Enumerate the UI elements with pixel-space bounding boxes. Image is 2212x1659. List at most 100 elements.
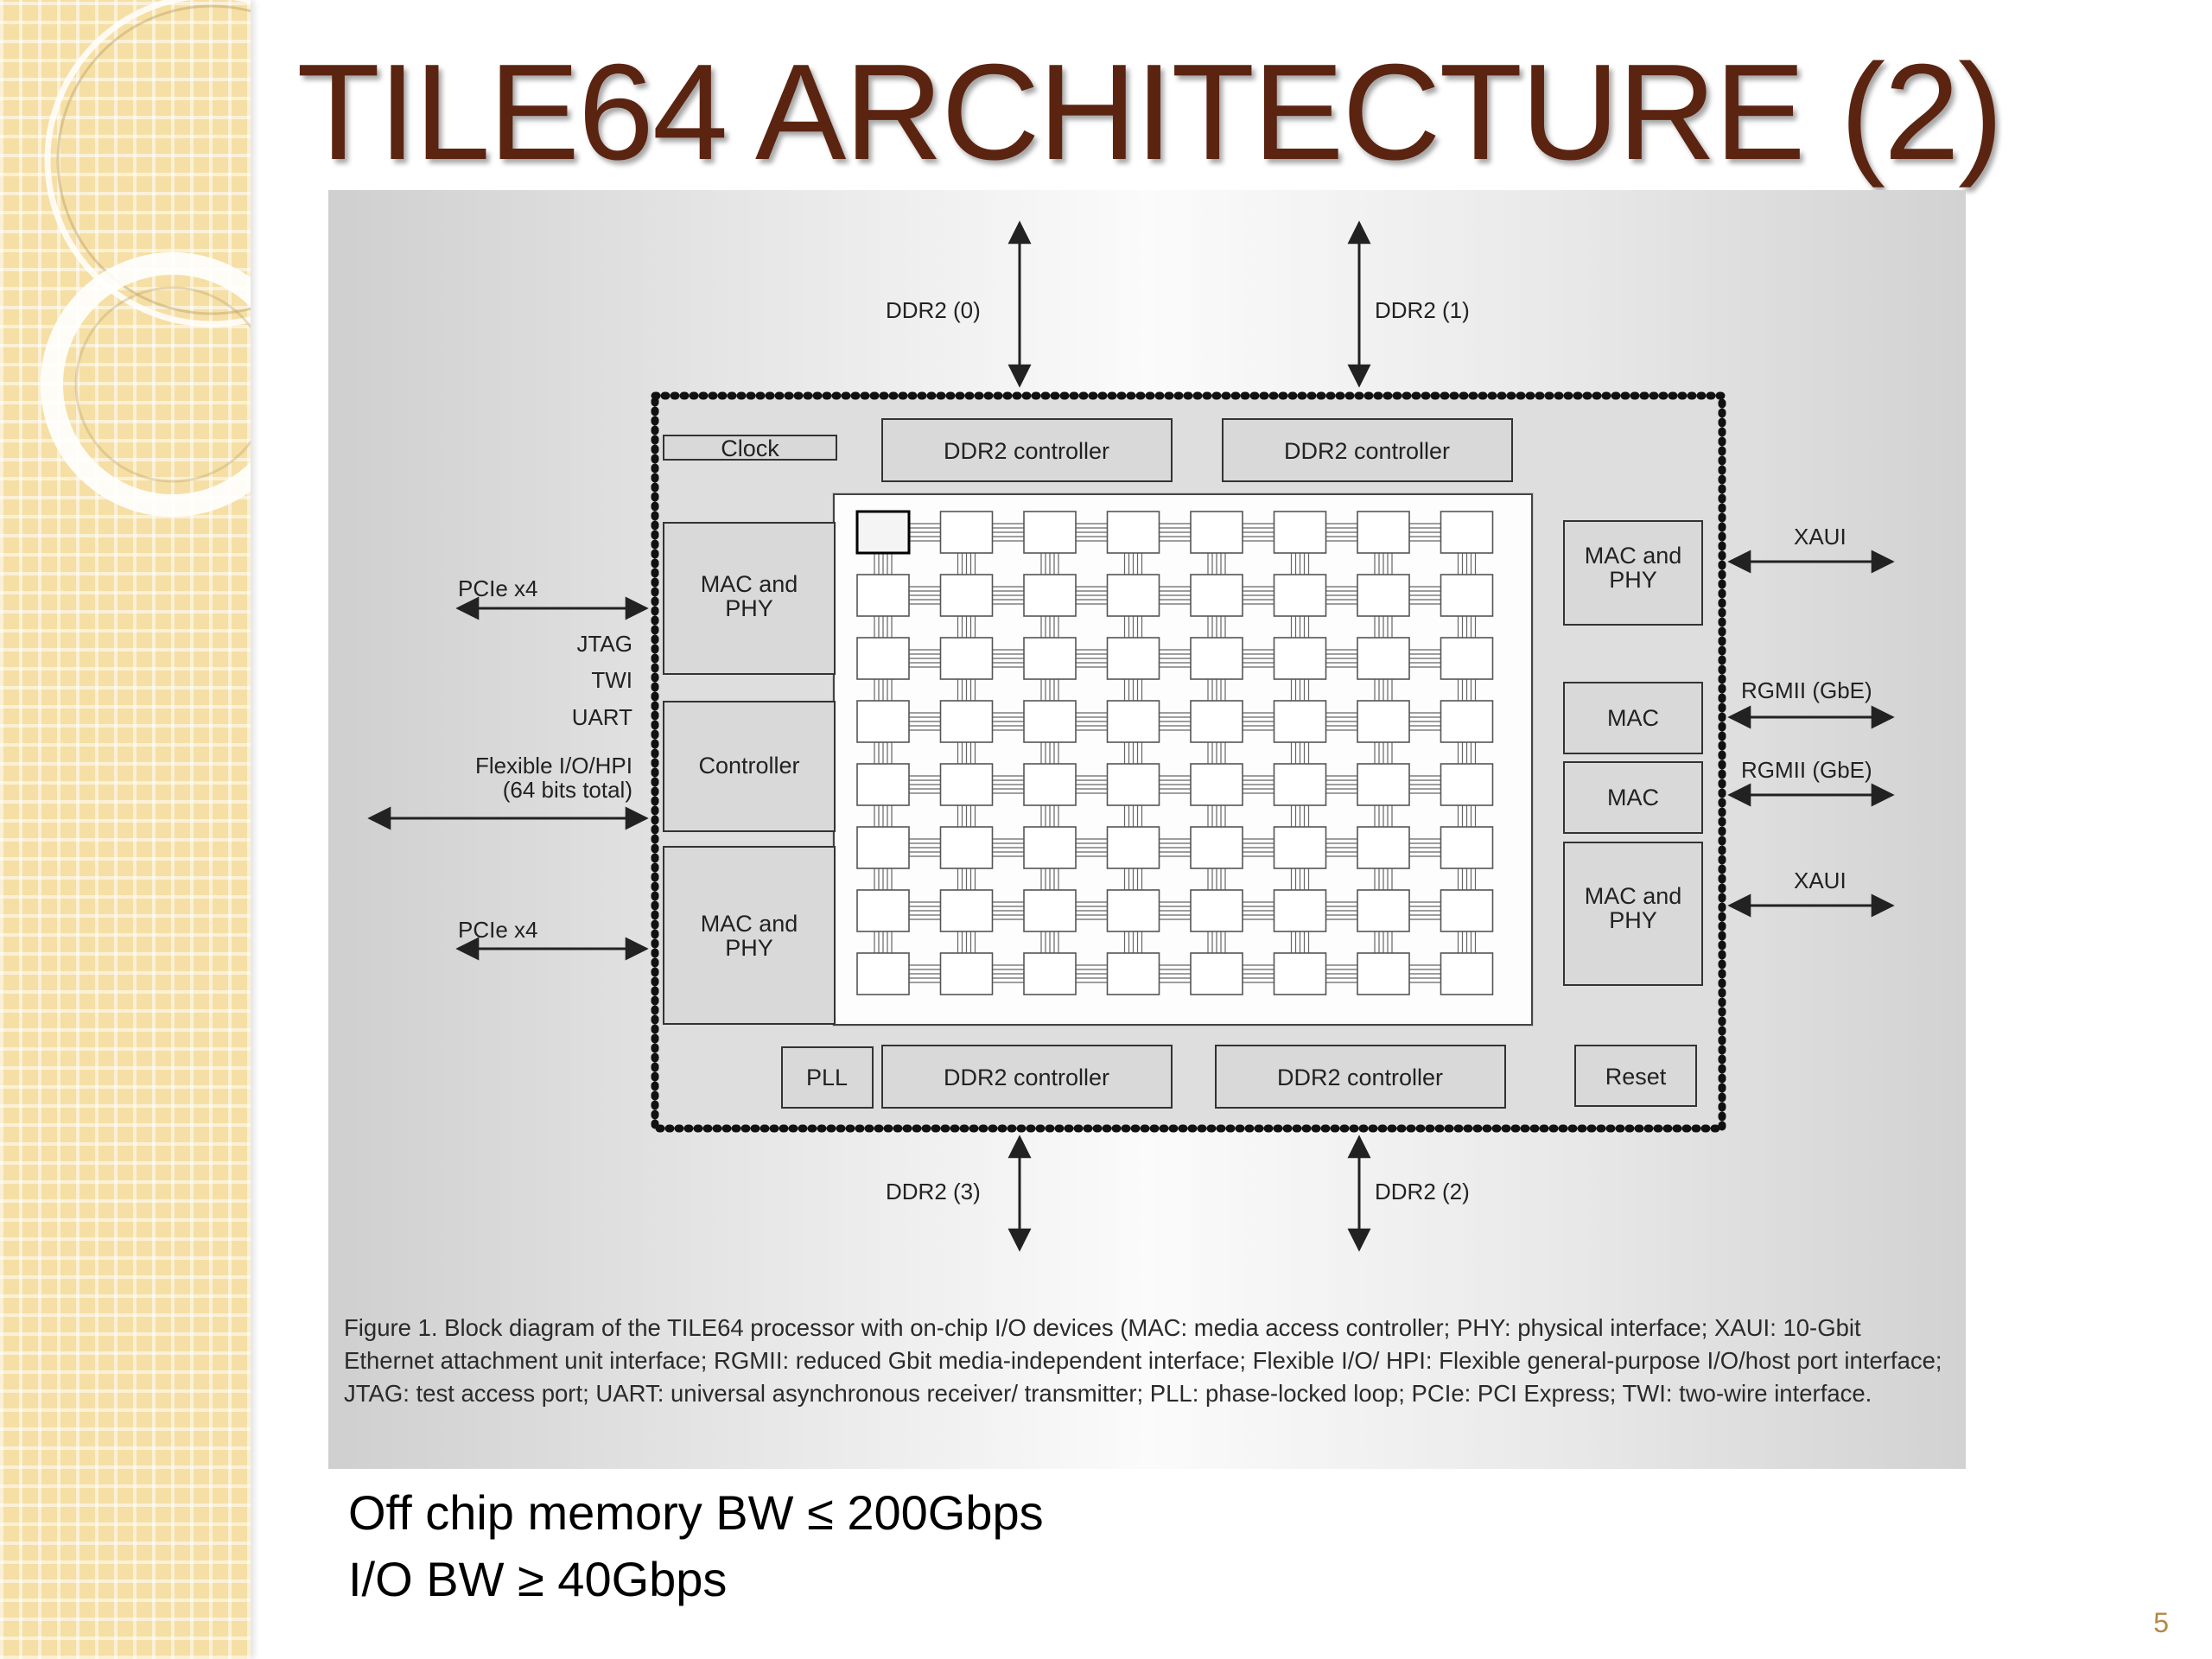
ddr2-controller-bottom-right xyxy=(1215,1045,1506,1109)
ddr2-controller-top-left xyxy=(881,418,1173,482)
figure-caption: Figure 1. Block diagram of the TILE64 pr… xyxy=(344,1314,1942,1407)
xaui-bottom-label: XAUI xyxy=(1794,868,1847,893)
tile xyxy=(1357,826,1410,869)
tile xyxy=(1106,574,1160,617)
tile xyxy=(1357,889,1410,932)
tile xyxy=(939,574,994,617)
tile xyxy=(1273,574,1327,617)
rgmii-2-label: RGMII (GbE) xyxy=(1741,757,1872,783)
tile xyxy=(1023,637,1077,680)
tile xyxy=(1023,889,1077,932)
tile xyxy=(1357,574,1410,617)
reset-label: Reset xyxy=(1605,1064,1667,1090)
uart-label: UART xyxy=(572,704,632,730)
tile-grid xyxy=(855,510,1494,995)
tile xyxy=(1106,700,1160,743)
tile xyxy=(856,700,910,743)
tile xyxy=(1357,763,1410,806)
flexible-io-label-2: (64 bits total) xyxy=(503,777,632,803)
tile xyxy=(1023,763,1077,806)
mac-phy-left-bottom-block xyxy=(663,846,836,1025)
mac-phy-left-top-label-1: MAC and xyxy=(701,571,798,597)
tile xyxy=(1273,826,1327,869)
mac-phy-right-top-label-2: PHY xyxy=(1609,567,1657,593)
tile xyxy=(1273,700,1327,743)
controller-block xyxy=(663,701,836,832)
tile xyxy=(1190,826,1243,869)
slide-number: 5 xyxy=(2153,1607,2169,1638)
mac-right-2-label: MAC xyxy=(1607,785,1659,810)
jtag-label: JTAG xyxy=(576,631,632,657)
twi-label: TWI xyxy=(591,667,632,693)
mac-right-1-label: MAC xyxy=(1607,705,1659,731)
tile xyxy=(856,574,910,617)
tile-array xyxy=(833,493,1533,1026)
tile xyxy=(939,637,994,680)
mac-phy-right-bottom-label-2: PHY xyxy=(1609,907,1657,933)
mac-phy-right-bottom-label-1: MAC and xyxy=(1585,883,1682,909)
tile xyxy=(1440,763,1494,806)
tile xyxy=(1023,952,1077,995)
ddr2-controller-bottom-right-label: DDR2 controller xyxy=(1277,1065,1443,1090)
tile xyxy=(1190,763,1243,806)
ddr2-controller-bottom-left xyxy=(881,1045,1173,1109)
mac-right-2-block xyxy=(1563,761,1703,834)
tile xyxy=(1190,574,1243,617)
mac-right-1-block xyxy=(1563,682,1703,754)
tile xyxy=(1273,763,1327,806)
tile xyxy=(1190,511,1243,554)
tile xyxy=(1106,952,1160,995)
mac-phy-left-top-block xyxy=(663,522,836,675)
tile xyxy=(1440,637,1494,680)
mac-phy-left-bottom-label-1: MAC and xyxy=(701,911,798,937)
mac-phy-left-top-label-2: PHY xyxy=(725,595,773,621)
tile xyxy=(1106,637,1160,680)
reset-block xyxy=(1574,1045,1697,1107)
mac-phy-right-top-label-1: MAC and xyxy=(1585,543,1682,569)
tile xyxy=(856,826,910,869)
tile xyxy=(1106,826,1160,869)
clock-label: Clock xyxy=(721,435,779,461)
tile xyxy=(1023,700,1077,743)
tile xyxy=(1023,826,1077,869)
tile xyxy=(1440,511,1494,554)
ddr2-1-label: DDR2 (1) xyxy=(1375,297,1470,323)
tile xyxy=(1273,889,1327,932)
ddr2-0-label: DDR2 (0) xyxy=(886,297,981,323)
tile xyxy=(1023,511,1077,554)
mac-phy-right-bottom-block xyxy=(1563,842,1703,986)
tile xyxy=(1357,952,1410,995)
tile xyxy=(1023,574,1077,617)
ddr2-2-label: DDR2 (2) xyxy=(1375,1179,1470,1205)
tile xyxy=(1440,952,1494,995)
tile xyxy=(1190,637,1243,680)
tile xyxy=(1440,574,1494,617)
memory-bandwidth-text: Off chip memory BW ≤ 200Gbps xyxy=(348,1485,1044,1540)
tile xyxy=(1357,637,1410,680)
mac-phy-right-top-block xyxy=(1563,520,1703,626)
pll-label: PLL xyxy=(806,1065,848,1090)
tile xyxy=(856,952,910,995)
tile xyxy=(1357,511,1410,554)
tile xyxy=(1273,637,1327,680)
pcie-top-label: PCIe x4 xyxy=(458,575,538,601)
tile64-block-diagram: Clock DDR2 controller DDR2 controller MA… xyxy=(367,220,1895,1252)
ddr2-controller-top-left-label: DDR2 controller xyxy=(944,438,1109,464)
ddr2-3-label: DDR2 (3) xyxy=(886,1179,981,1205)
io-bandwidth-text: I/O BW ≥ 40Gbps xyxy=(348,1552,728,1606)
decorative-rings xyxy=(41,0,251,517)
tile xyxy=(939,511,994,554)
ddr2-controller-bottom-left-label: DDR2 controller xyxy=(944,1065,1109,1090)
flexible-io-label-1: Flexible I/O/HPI xyxy=(475,753,632,779)
ddr2-controller-top-right xyxy=(1222,418,1513,482)
tile xyxy=(856,763,910,806)
xaui-top-label: XAUI xyxy=(1794,524,1847,550)
pcie-bottom-label: PCIe x4 xyxy=(458,917,538,943)
tile xyxy=(856,637,910,680)
tile xyxy=(939,763,994,806)
pll-block xyxy=(781,1046,874,1109)
tile xyxy=(1190,952,1243,995)
mac-phy-left-bottom-label-2: PHY xyxy=(725,935,773,961)
tile xyxy=(1106,889,1160,932)
tile xyxy=(1190,700,1243,743)
